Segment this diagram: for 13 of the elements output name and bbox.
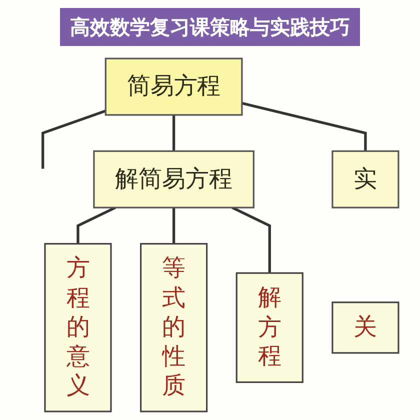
node-box: 简易方程 [104,58,243,116]
title-banner: 高效数学复习课策略与实践技巧 [60,8,360,46]
node-box: 方程的意义 [44,242,112,412]
connector [242,102,367,152]
connector [232,206,271,274]
node-box: 解简易方程 [93,150,254,208]
connector [172,114,176,152]
connector [76,206,116,244]
connector [172,208,176,244]
node-box: 关 [332,302,400,354]
node-box: 实 [332,150,400,208]
connector [42,110,106,169]
node-box: 解方程 [236,272,304,383]
